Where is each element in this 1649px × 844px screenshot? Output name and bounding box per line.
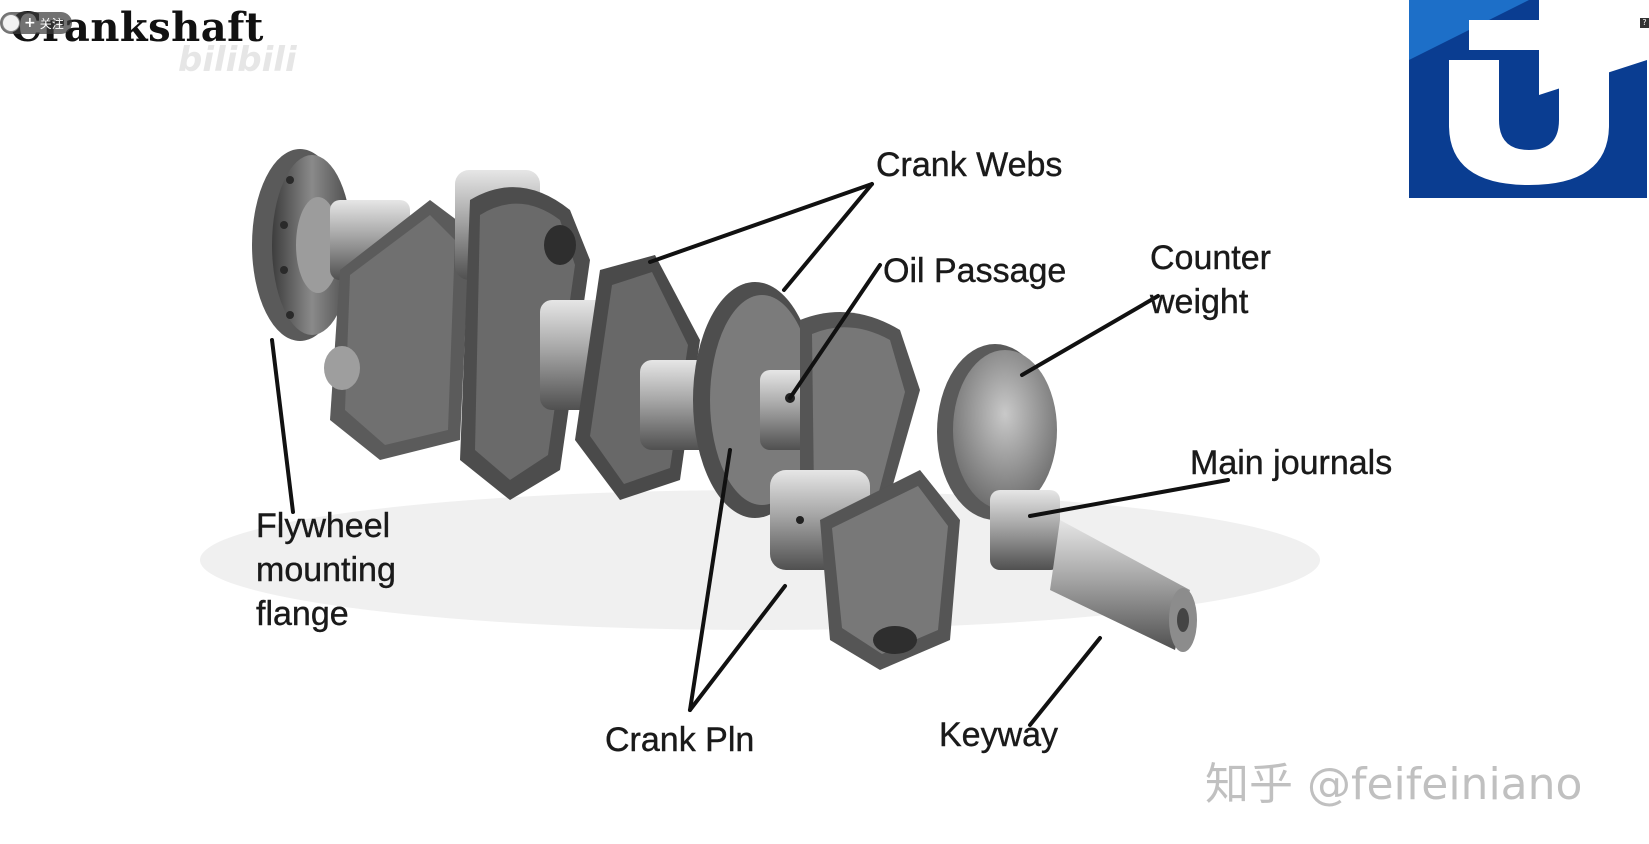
label-crank-webs: Crank Webs: [876, 146, 1063, 184]
bilibili-watermark: bilibili: [178, 40, 297, 80]
leader-flywheel: [270, 338, 295, 514]
help-icon[interactable]: ?: [1640, 18, 1649, 28]
label-oil-passage: Oil Passage: [883, 252, 1067, 290]
rear-crank-web: [324, 200, 470, 460]
leader-crank-webs-1: [648, 182, 874, 264]
leader-keyway: [1028, 636, 1102, 727]
label-crank-pin: Crank Pln: [605, 721, 755, 759]
leader-crank-pin-2: [688, 584, 787, 712]
follow-button[interactable]: + 关注: [0, 12, 72, 34]
plus-icon: +: [24, 15, 36, 31]
label-counter-weight: Counter weight: [1150, 239, 1271, 322]
flywheel-flange: [252, 149, 352, 341]
front-crank-web: [820, 470, 960, 670]
leader-crank-webs-2: [782, 182, 874, 292]
avatar: [2, 14, 20, 32]
counter-weight-disk: [937, 344, 1057, 520]
follow-label: 关注: [39, 16, 64, 31]
leader-counter-weight: [1020, 294, 1160, 377]
label-keyway: Keyway: [939, 716, 1059, 754]
snout-shaft: [1050, 520, 1197, 652]
leader-oil-passage: [788, 263, 882, 400]
university-logo: [1409, 0, 1647, 198]
leader-lines: [270, 182, 1230, 727]
leader-main-journals: [1028, 478, 1230, 518]
label-flywheel-flange: Flywheel mounting flange: [256, 507, 396, 634]
label-main-journals: Main journals: [1190, 444, 1393, 482]
second-crank-web: [460, 187, 590, 500]
leader-crank-pin-1: [688, 448, 732, 712]
front-main-journal: [990, 490, 1060, 570]
zhihu-credit: 知乎 @feifeiniano: [1205, 759, 1583, 810]
